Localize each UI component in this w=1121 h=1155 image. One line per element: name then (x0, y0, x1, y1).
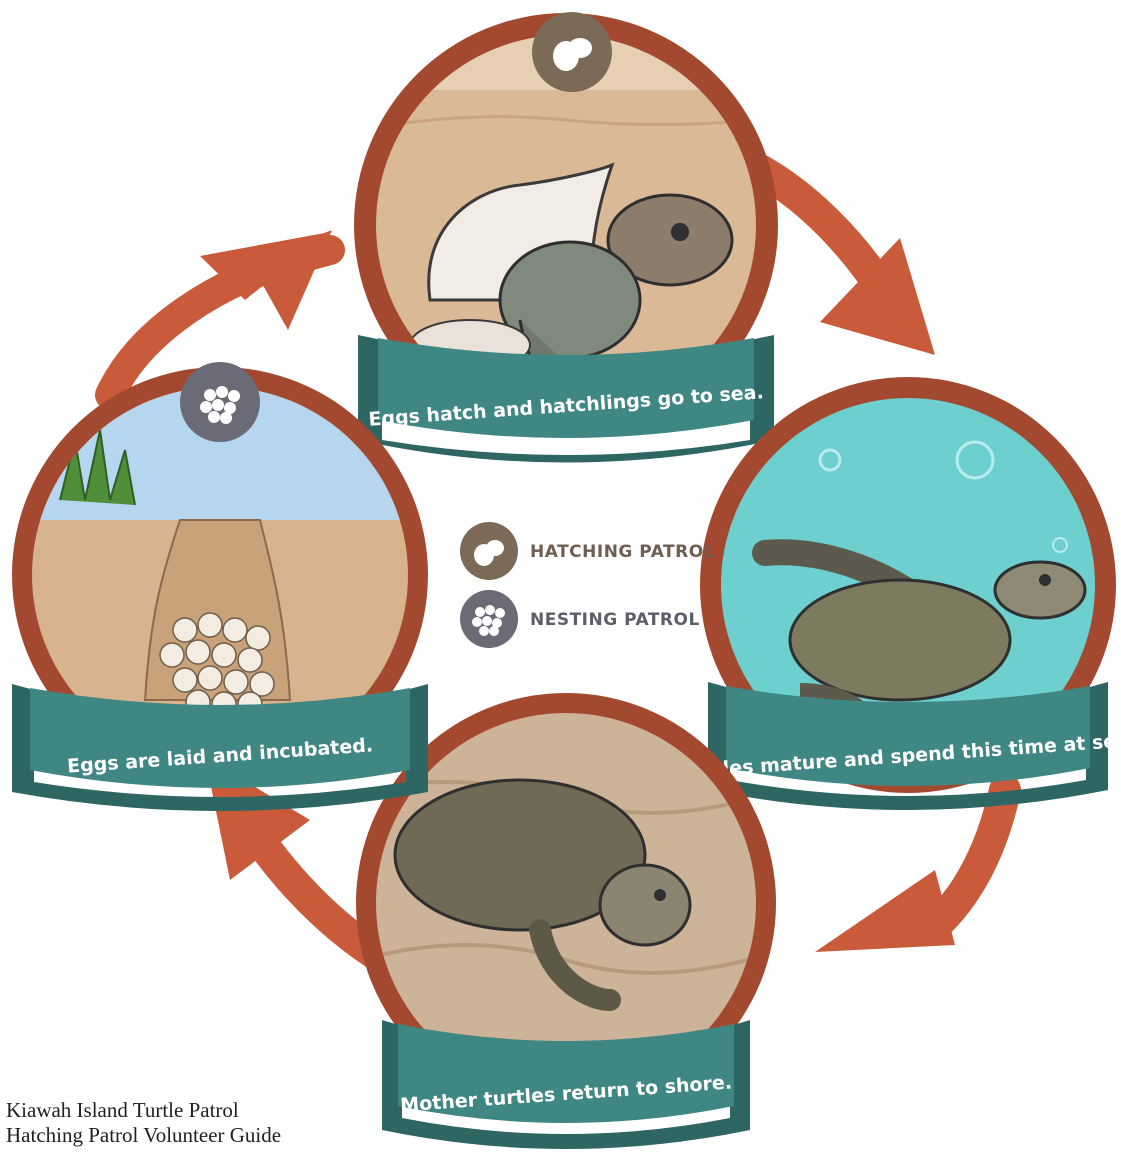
footer: Kiawah Island Turtle Patrol Hatching Pat… (6, 1098, 281, 1148)
arrow-hatch-to-sea (760, 170, 935, 355)
legend-item-hatching: HATCHING PATROL (460, 522, 715, 580)
legend: HATCHING PATROL NESTING PATROL (460, 522, 715, 648)
stage-hatching: Eggs hatch and hatchlings go to sea. (354, 12, 780, 463)
legend-label-nesting: NESTING PATROL (530, 610, 700, 630)
legend-item-nesting: NESTING PATROL (460, 590, 700, 648)
arrow-sea-to-shore (815, 790, 1005, 952)
footer-line-1: Kiawah Island Turtle Patrol (6, 1098, 281, 1123)
footer-line-2: Hatching Patrol Volunteer Guide (6, 1123, 281, 1148)
stage-nesting: Eggs are laid and incubated. (10, 362, 430, 811)
legend-label-hatching: HATCHING PATROL (530, 542, 715, 562)
